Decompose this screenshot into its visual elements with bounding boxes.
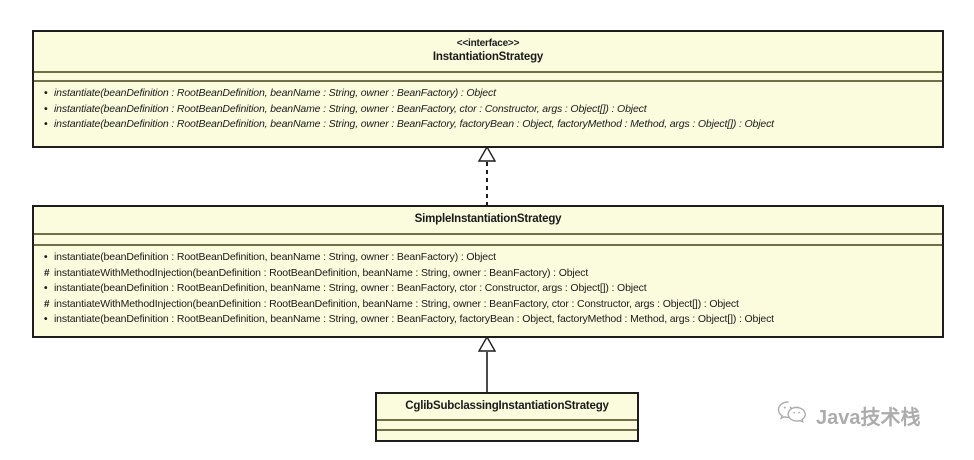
operation-row: • instantiate(beanDefinition : RootBeanDe…: [34, 281, 942, 297]
class-header: CglibSubclassingInstantiationStrategy: [377, 394, 637, 421]
operation-signature: instantiate(beanDefinition : RootBeanDef…: [54, 282, 647, 294]
operation-signature: instantiate(beanDefinition : RootBeanDef…: [54, 118, 774, 130]
operation-signature: instantiateWithMethodInjection(beanDefin…: [54, 297, 739, 310]
operation-visibility: #: [44, 298, 50, 310]
class-header: SimpleInstantiationStrategy: [34, 207, 942, 235]
class-stereotype: <<interface>>: [456, 38, 520, 49]
operation-visibility: •: [44, 119, 48, 130]
watermark-text: Java技术栈: [816, 406, 921, 429]
class-operations-compartment: • instantiate(beanDefinition : RootBeanDe…: [34, 82, 942, 138]
class-name: CglibSubclassingInstantiationStrategy: [405, 400, 609, 412]
operation-visibility: •: [44, 88, 48, 99]
class-operations-compartment: • instantiate(beanDefinition : RootBeanDe…: [34, 246, 942, 333]
operation-row: • instantiate(beanDefinition : RootBeanDe…: [34, 117, 942, 133]
watermark: Java技术栈: [776, 396, 952, 434]
operation-visibility: •: [44, 283, 48, 294]
generalization-connector: [466, 335, 508, 396]
operation-row: • instantiate(beanDefinition : RootBeanDe…: [34, 86, 942, 102]
operation-visibility: #: [44, 267, 50, 279]
operation-visibility: •: [44, 314, 48, 325]
operation-signature: instantiate(beanDefinition : RootBeanDef…: [54, 251, 496, 263]
operation-row: # instantiateWithMethodInjection(beanDefi…: [34, 266, 942, 282]
operation-signature: instantiate(beanDefinition : RootBeanDef…: [54, 87, 496, 99]
operation-row: • instantiate(beanDefinition : RootBeanDe…: [34, 312, 942, 328]
class-name: InstantiationStrategy: [432, 51, 544, 63]
class-box-simple-instantiation-strategy[interactable]: SimpleInstantiationStrategy • instantiate…: [32, 205, 944, 338]
wechat-icon: [776, 399, 808, 432]
realization-arrow-icon: [477, 145, 497, 208]
generalization-arrow-icon: [477, 335, 497, 396]
realization-connector: [466, 145, 508, 208]
operation-row: • instantiate(beanDefinition : RootBeanDe…: [34, 250, 942, 266]
operation-signature: instantiate(beanDefinition : RootBeanDef…: [54, 102, 647, 115]
class-attributes-compartment: [34, 235, 942, 246]
class-name: SimpleInstantiationStrategy: [414, 213, 562, 225]
operation-signature: instantiateWithMethodInjection(beanDefin…: [54, 266, 589, 279]
operation-visibility: •: [44, 103, 48, 115]
class-box-cglib-subclassing-instantiation-strategy[interactable]: CglibSubclassingInstantiationStrategy: [375, 392, 639, 442]
class-header: <<interface>> InstantiationStrategy: [34, 32, 942, 73]
operation-row: # instantiateWithMethodInjection(beanDefi…: [34, 297, 942, 313]
operation-signature: instantiate(beanDefinition : RootBeanDef…: [54, 313, 774, 325]
wechat-icon-glyph: [777, 400, 806, 423]
operation-row: • instantiate(beanDefinition : RootBeanDe…: [34, 102, 942, 118]
class-operations-compartment: [377, 431, 637, 441]
class-box-instantiation-strategy[interactable]: <<interface>> InstantiationStrategy • ins…: [32, 30, 944, 148]
class-attributes-compartment: [377, 421, 637, 431]
class-attributes-compartment: [34, 73, 942, 82]
operation-visibility: •: [44, 252, 48, 263]
